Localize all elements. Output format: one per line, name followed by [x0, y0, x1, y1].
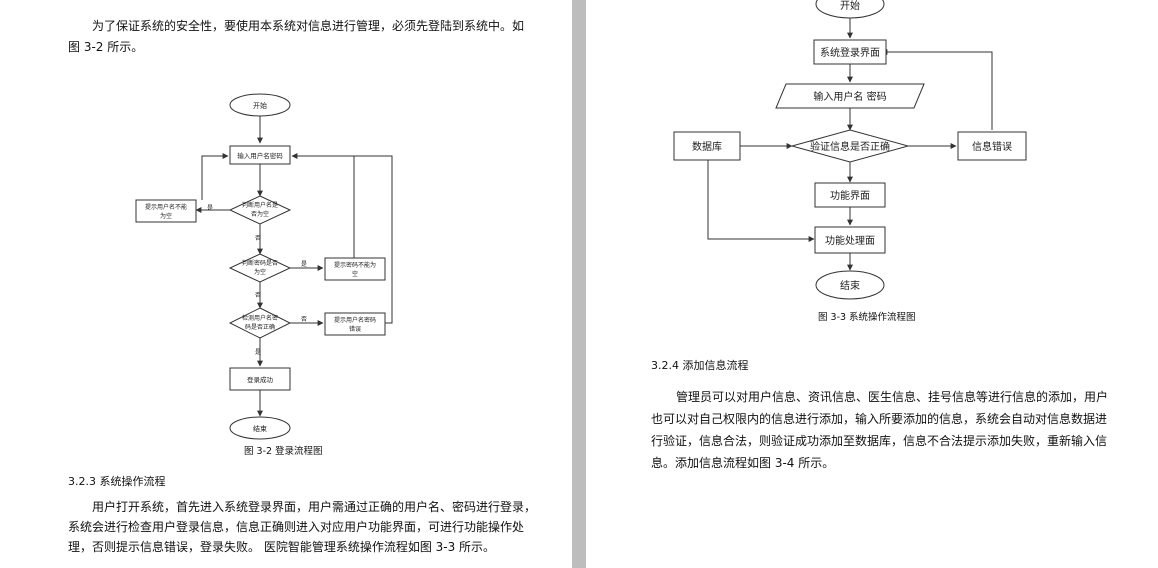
paragraph-intro-line-1: 为了保证系统的安全性，要使用本系统对信息进行管理，必须先登陆到系统中。如 [92, 19, 525, 33]
node-end: 结束 [229, 416, 291, 440]
login-flowchart: 是 否 是 否 否 是 开始 输入用户名密码 判断用户名是 否为空 提示用户名不… [135, 93, 393, 440]
edge-label-yes-3: 是 [255, 349, 261, 356]
svg-text:提示用户名不能: 提示用户名不能 [145, 203, 187, 211]
svg-text:信息错误: 信息错误 [972, 140, 1012, 153]
node-database: 数据库 [673, 131, 741, 161]
section-3-2-3-heading: 3.2.3 系统操作流程 [68, 475, 166, 488]
svg-text:为空: 为空 [160, 212, 172, 220]
svg-text:提示用户名密码: 提示用户名密码 [334, 316, 376, 324]
edge-label-yes-1: 是 [207, 205, 213, 212]
section-3-2-4-line-3: 行验证，信息合法，则验证成功添加至数据库，信息不合法提示添加失败，重新输入信 [651, 434, 1108, 448]
document-page-left: 为了保证系统的安全性，要使用本系统对信息进行管理，必须先登陆到系统中。如 图 3… [0, 0, 572, 568]
node-login-success: 登录成功 [229, 367, 291, 391]
edge-label-yes-2: 是 [301, 261, 307, 268]
svg-text:为空: 为空 [254, 268, 266, 276]
node-end: 结束 [815, 270, 885, 300]
section-3-2-4-line-2: 也可以对自己权限内的信息进行添加，输入所要添加的信息，系统会自动对信息数据进 [651, 412, 1108, 426]
edge-prompt-pwd-back [291, 153, 355, 258]
edge-error-back-to-login [881, 49, 993, 130]
svg-text:码是否正确: 码是否正确 [245, 323, 275, 331]
svg-text:输入用户名 密码: 输入用户名 密码 [813, 90, 886, 103]
paragraph-intro-line-2: 图 3-2 所示。 [68, 40, 144, 54]
svg-text:输入用户名密码: 输入用户名密码 [237, 151, 283, 160]
svg-text:否为空: 否为空 [251, 210, 269, 218]
section-3-2-4-heading: 3.2.4 添加信息流程 [651, 359, 749, 372]
node-info-error: 信息错误 [957, 131, 1027, 161]
node-check-user-empty: 判断用户名是 否为空 [228, 195, 292, 225]
page-gutter [572, 0, 586, 568]
node-start: 开始 [815, 0, 885, 19]
node-start: 开始 [229, 93, 291, 117]
svg-text:功能界面: 功能界面 [830, 189, 870, 202]
node-verify: 验证信息是否正确 [790, 129, 910, 163]
svg-text:登录成功: 登录成功 [247, 375, 274, 384]
node-login-ui: 系统登录界面 [813, 39, 887, 65]
node-check-pwd-empty: 判断密码是否 为空 [228, 253, 292, 283]
edge-label-no-3: 否 [301, 316, 307, 323]
edge-label-no-1: 否 [255, 235, 261, 242]
node-check-correct: 检测用户名密 码是否正确 [228, 307, 292, 339]
edge-prompt-user-back [201, 153, 229, 200]
svg-text:判断用户名是: 判断用户名是 [242, 201, 278, 209]
svg-text:开始: 开始 [840, 0, 860, 12]
node-function-ui: 功能界面 [814, 182, 886, 208]
figure-3-3-caption: 图 3-3 系统操作流程图 [818, 312, 916, 323]
document-page-right: 开始 系统登录界面 输入用户名 密码 数据库 验证信息是否正确 信息错误 功能界… [586, 0, 1158, 568]
svg-text:检测用户名密: 检测用户名密 [242, 314, 278, 322]
system-operation-flowchart: 开始 系统登录界面 输入用户名 密码 数据库 验证信息是否正确 信息错误 功能界… [673, 0, 1027, 300]
node-function-process: 功能处理面 [814, 226, 886, 254]
svg-text:功能处理面: 功能处理面 [825, 234, 875, 247]
node-input: 输入用户名 密码 [775, 83, 925, 109]
node-prompt-user-empty: 提示用户名不能 为空 [135, 199, 197, 223]
svg-text:系统登录界面: 系统登录界面 [820, 46, 880, 59]
svg-text:数据库: 数据库 [692, 140, 722, 153]
svg-text:提示密码不能为: 提示密码不能为 [334, 261, 376, 269]
edge-label-no-2: 否 [255, 292, 261, 299]
edge-prompt-error-back [292, 155, 393, 324]
node-input: 输入用户名密码 [229, 145, 291, 165]
edge-database-to-function-process [707, 160, 815, 242]
section-3-2-3-line-2: 系统会进行检查用户登录信息，信息正确则进入对应用户功能界面，可进行功能操作处 [68, 520, 525, 534]
svg-text:结束: 结束 [253, 424, 267, 433]
svg-text:结束: 结束 [840, 279, 860, 292]
svg-text:验证信息是否正确: 验证信息是否正确 [810, 140, 890, 153]
svg-text:错误: 错误 [349, 325, 361, 333]
node-prompt-error: 提示用户名密码 错误 [324, 312, 386, 336]
svg-text:开始: 开始 [253, 101, 267, 110]
section-3-2-4-line-4: 息。添加信息流程如图 3-4 所示。 [651, 456, 835, 470]
svg-text:判断密码是否: 判断密码是否 [242, 259, 278, 267]
section-3-2-4-line-1: 管理员可以对用户信息、资讯信息、医生信息、挂号信息等进行信息的添加，用户 [676, 390, 1109, 404]
section-3-2-3-line-1: 用户打开系统，首先进入系统登录界面，用户需通过正确的用户名、密码进行登录， [92, 500, 537, 514]
node-prompt-pwd-empty: 提示密码不能为 空 [324, 257, 386, 281]
svg-text:空: 空 [352, 270, 358, 278]
figure-3-2-caption: 图 3-2 登录流程图 [244, 446, 323, 457]
section-3-2-3-line-3: 理，否则提示信息错误，登录失败。 医院智能管理系统操作流程如图 3-3 所示。 [68, 540, 496, 554]
